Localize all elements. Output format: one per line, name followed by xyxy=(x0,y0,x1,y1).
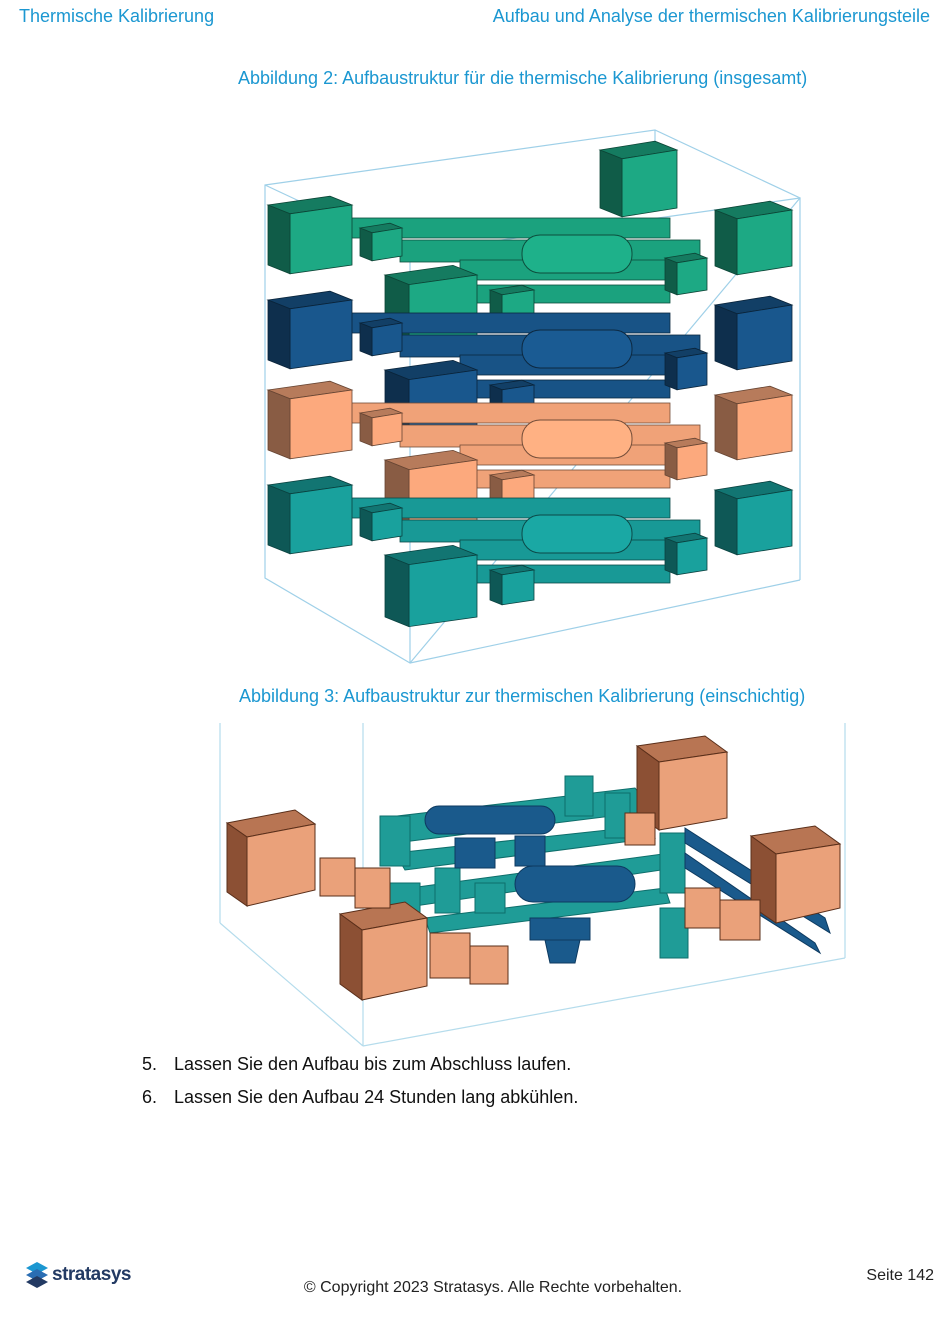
header-section-title: Aufbau und Analyse der thermischen Kalib… xyxy=(492,6,930,26)
figure-3-caption: Abbildung 3: Aufbaustruktur zur thermisc… xyxy=(239,686,806,706)
build-layer-teal xyxy=(266,475,794,628)
instruction-list: 5. Lassen Sie den Aufbau bis zum Abschlu… xyxy=(142,1054,578,1120)
copyright-notice: © Copyright 2023 Stratasys. Alle Rechte … xyxy=(303,1279,683,1296)
list-item: 5. Lassen Sie den Aufbau bis zum Abschlu… xyxy=(142,1054,578,1087)
figure-2-caption: Abbildung 2: Aufbaustruktur für die ther… xyxy=(238,68,808,88)
figure-3-build-single-layer xyxy=(219,723,846,1047)
list-item: 6. Lassen Sie den Aufbau 24 Stunden lang… xyxy=(142,1087,578,1120)
stratasys-logo-icon xyxy=(26,1262,48,1288)
page-number: Seite 142 xyxy=(866,1267,934,1284)
step-text: Lassen Sie den Aufbau bis zum Abschluss … xyxy=(174,1054,572,1074)
figure-2-build-overall xyxy=(264,129,801,664)
logo-wordmark: stratasys xyxy=(52,1264,131,1285)
step-text: Lassen Sie den Aufbau 24 Stunden lang ab… xyxy=(174,1087,579,1107)
header-chapter-title: Thermische Kalibrierung xyxy=(19,6,215,26)
step-number: 5. xyxy=(142,1054,158,1074)
build-layer-peach xyxy=(266,380,794,533)
top-cube xyxy=(598,140,679,218)
stratasys-logo: stratasys xyxy=(26,1262,131,1288)
build-layer-navy xyxy=(266,290,794,443)
step-number: 6. xyxy=(142,1087,158,1107)
build-layer-green xyxy=(266,195,794,348)
